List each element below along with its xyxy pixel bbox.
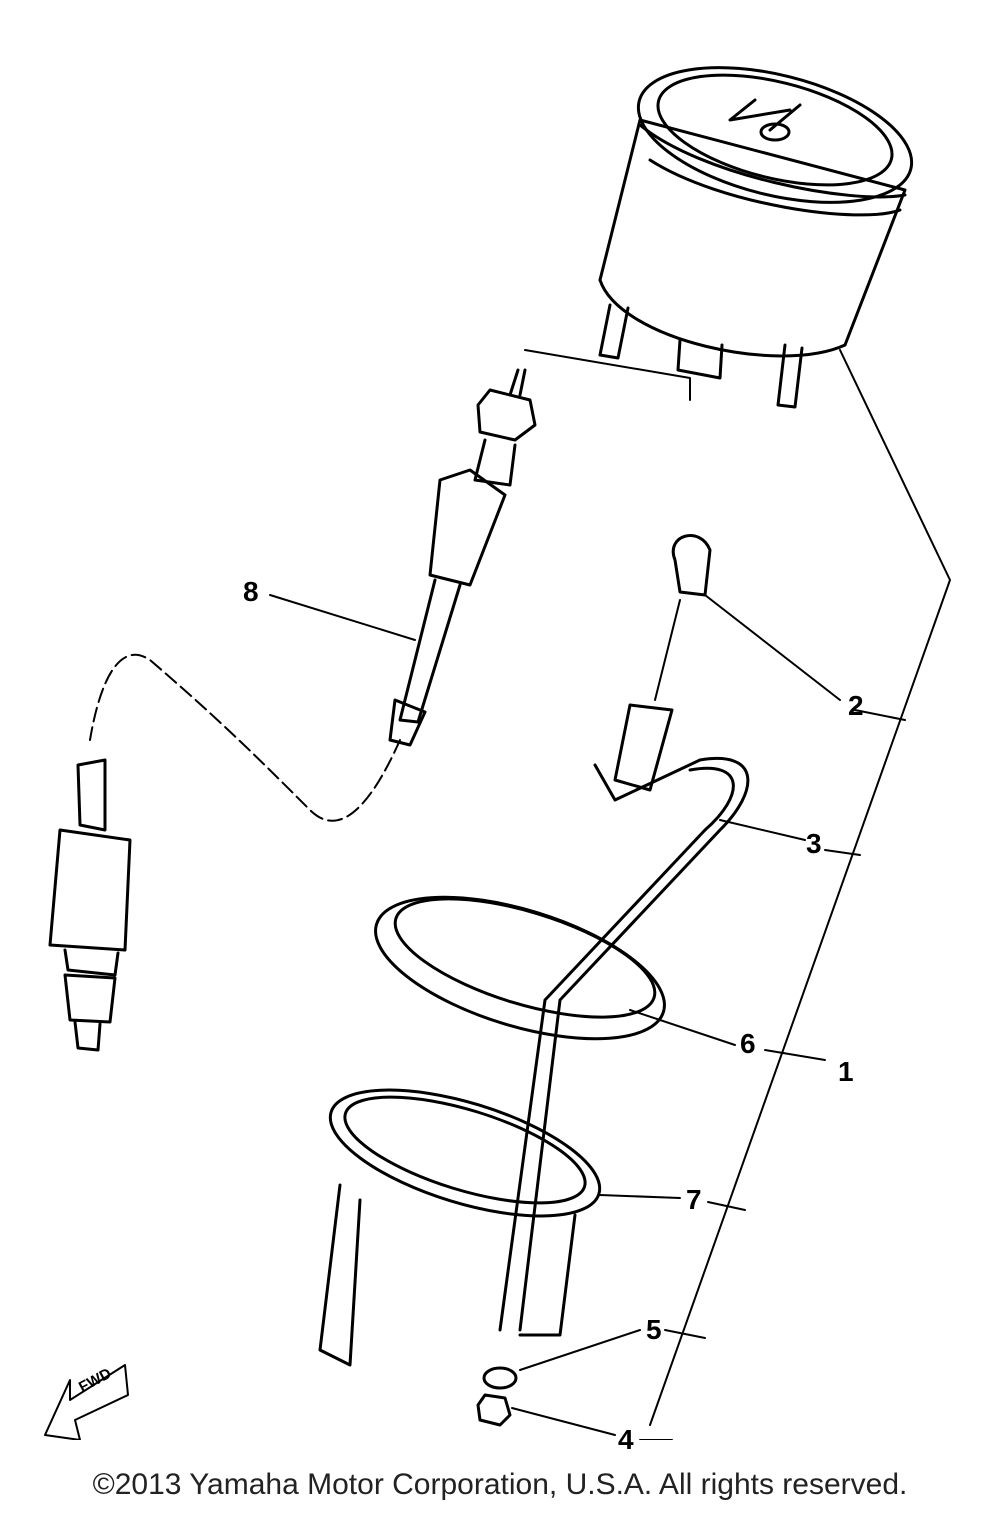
- callout-1: 1: [838, 1056, 854, 1087]
- exploded-parts-diagram: [44, 66, 951, 1440]
- fwd-arrow: [44, 1364, 129, 1440]
- callout-2: 2: [848, 690, 864, 721]
- meter-bracket: [318, 1088, 602, 1367]
- callout-5: 5: [646, 1314, 662, 1345]
- callout-8: 8: [243, 576, 259, 607]
- bulb-and-socket: [498, 534, 750, 1332]
- callout-7: 7: [686, 1184, 702, 1215]
- callout-3: 3: [806, 828, 822, 859]
- cushion-ring: [374, 895, 666, 1041]
- drive-cable: [89, 349, 691, 822]
- copyright-notice: ©2013 Yamaha Motor Corporation, U.S.A. A…: [92, 1468, 908, 1501]
- callout-4: 4: [618, 1424, 634, 1455]
- callout-6: 6: [740, 1028, 756, 1059]
- sender-unit: [48, 758, 132, 1052]
- meter-assembly: [598, 66, 914, 409]
- leader-lines: [269, 349, 951, 1440]
- washer-and-nut: [476, 1366, 518, 1427]
